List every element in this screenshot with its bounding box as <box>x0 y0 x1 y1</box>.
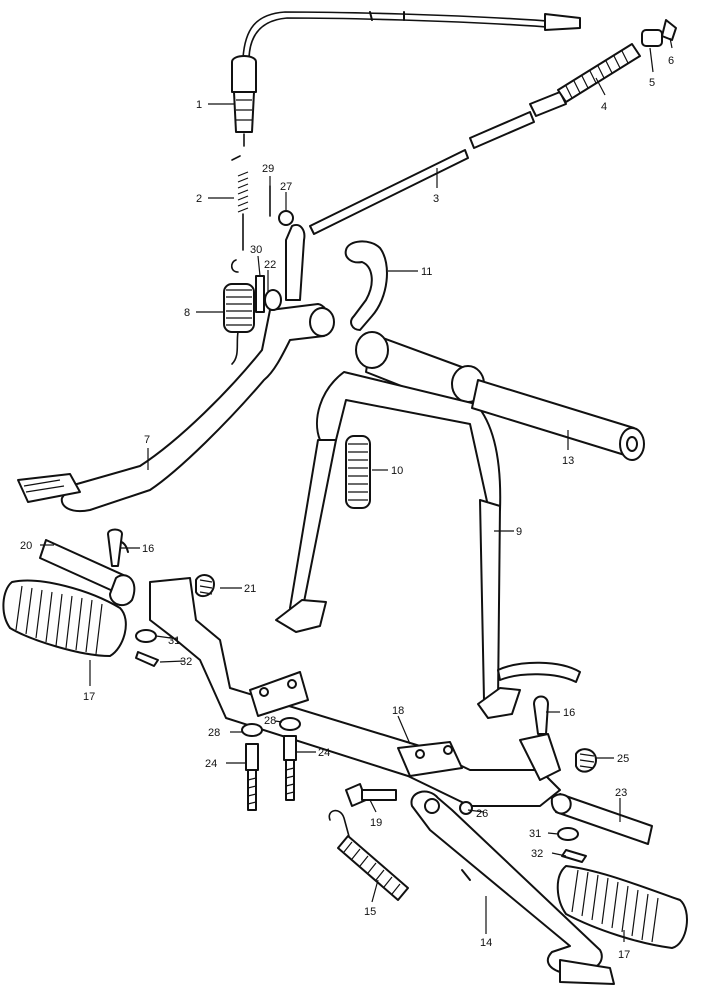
callout-10: 10 <box>391 465 403 477</box>
callout-16-left: 16 <box>142 543 154 555</box>
washer-22 <box>264 289 282 311</box>
callout-28-right: 28 <box>264 715 276 727</box>
main-stand <box>275 331 581 719</box>
bolt-left <box>241 723 263 811</box>
callout-19: 19 <box>370 817 382 829</box>
callout-2: 2 <box>196 193 202 205</box>
callout-4: 4 <box>601 101 607 113</box>
callout-25: 25 <box>617 753 629 765</box>
callout-8: 8 <box>184 307 190 319</box>
callout-3: 3 <box>433 193 439 205</box>
footpeg-left <box>2 528 159 667</box>
callout-24-right: 24 <box>318 747 330 759</box>
callout-29: 29 <box>262 163 274 175</box>
stand-shaft <box>471 379 645 461</box>
callout-20: 20 <box>20 540 32 552</box>
callout-6: 6 <box>668 55 674 67</box>
pin-30 <box>255 275 265 313</box>
callout-30: 30 <box>250 244 262 256</box>
callout-31-left: 31 <box>168 635 180 647</box>
callout-21: 21 <box>244 583 256 595</box>
side-stand <box>410 790 615 985</box>
footpeg-right <box>533 695 688 949</box>
callout-14: 14 <box>480 937 492 949</box>
callout-1: 1 <box>196 99 202 111</box>
adjuster-nut <box>641 29 663 47</box>
callout-labels: 1 2 3 4 5 6 7 8 9 10 11 13 14 15 16 16 1… <box>20 55 674 961</box>
callout-27: 27 <box>280 181 292 193</box>
bolt-19 <box>345 783 397 807</box>
callout-32-left: 32 <box>180 656 192 668</box>
callout-17-left: 17 <box>83 691 95 703</box>
stand-spring <box>345 435 371 509</box>
callout-13: 13 <box>562 455 574 467</box>
callout-15: 15 <box>364 906 376 918</box>
pedal-spring <box>223 259 255 365</box>
brake-pedal <box>17 224 335 512</box>
callout-18: 18 <box>392 705 404 717</box>
step-bar <box>149 577 561 807</box>
callout-24-left: 24 <box>205 758 217 770</box>
callout-9: 9 <box>516 526 522 538</box>
callout-16-right: 16 <box>563 707 575 719</box>
brake-rod <box>309 19 677 235</box>
callout-7: 7 <box>144 434 150 446</box>
brake-joint-pin <box>661 19 677 41</box>
callout-28-left: 28 <box>208 727 220 739</box>
callout-17-right: 17 <box>618 949 630 961</box>
brake-cable <box>231 11 581 147</box>
callout-11: 11 <box>421 266 432 278</box>
brake-spring-upper <box>231 155 249 251</box>
side-stand-spring <box>328 809 409 901</box>
callout-22: 22 <box>264 259 276 271</box>
callout-26: 26 <box>476 808 488 820</box>
callout-31-right: 31 <box>529 828 541 840</box>
callout-5: 5 <box>649 77 655 89</box>
callout-23: 23 <box>615 787 627 799</box>
washer-27 <box>278 210 294 226</box>
stopper-bracket <box>344 240 388 331</box>
bolt-right <box>279 717 301 801</box>
leader-lines <box>40 37 673 942</box>
pivot-26 <box>459 801 473 815</box>
callout-32-right: 32 <box>531 848 543 860</box>
